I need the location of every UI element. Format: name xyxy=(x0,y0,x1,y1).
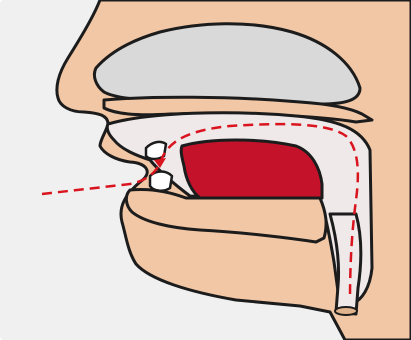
tongue xyxy=(181,140,322,198)
cartilage-ring xyxy=(335,307,357,315)
